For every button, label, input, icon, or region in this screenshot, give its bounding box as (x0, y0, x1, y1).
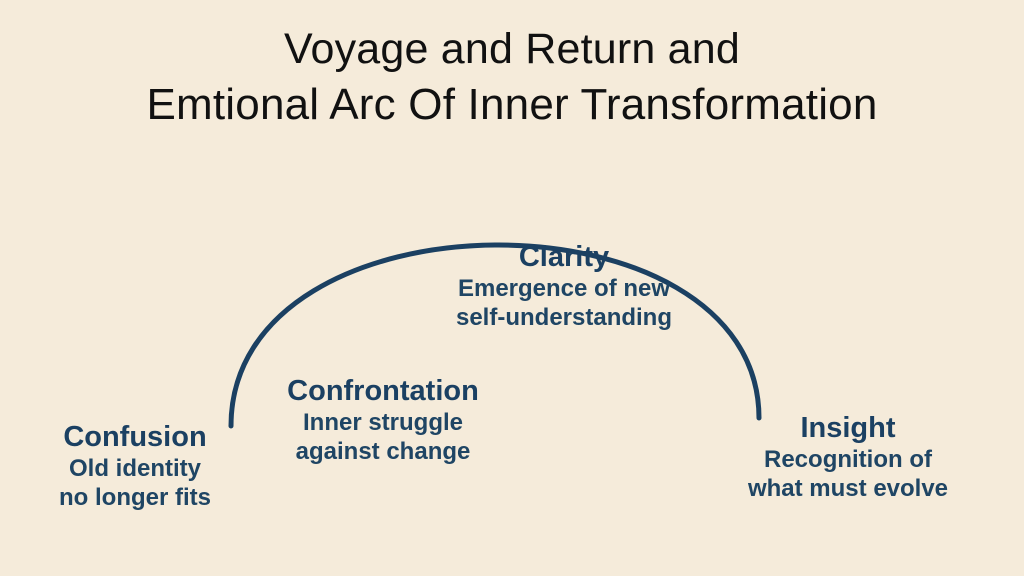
stage-clarity-desc-line-1: Emergence of new (457, 275, 671, 302)
stage-confrontation-desc-line-1: Inner struggle (302, 409, 464, 436)
stage-insight-desc-line-2: what must evolve (747, 475, 949, 502)
stage-confusion-desc-line-2: no longer fits (59, 484, 211, 511)
stage-insight: Insight Recognition of what must evolve (722, 411, 974, 503)
stage-confusion-desc-line-1: Old identity (69, 455, 201, 482)
stage-confusion: Confusion Old identity no longer fits (15, 420, 255, 512)
stage-insight-desc-line-1: Recognition of (764, 446, 932, 473)
page-title: Voyage and Return and Emtional Arc Of In… (0, 22, 1024, 132)
page-title-line-2: Emtional Arc Of Inner Transformation (146, 80, 878, 129)
stage-confusion-title: Confusion (63, 421, 207, 453)
stage-confrontation: Confrontation Inner struggle against cha… (258, 374, 508, 466)
stage-insight-title: Insight (800, 412, 896, 444)
stage-confrontation-desc-line-2: against change (295, 438, 471, 465)
emotional-arc-curve (228, 242, 762, 429)
stage-confrontation-title: Confrontation (287, 375, 479, 407)
stage-clarity-desc-line-2: self-understanding (455, 304, 672, 331)
stage-clarity-title: Clarity (518, 241, 610, 273)
stage-clarity: Clarity Emergence of new self-understand… (430, 240, 698, 332)
page-title-line-1: Voyage and Return and (283, 25, 741, 73)
